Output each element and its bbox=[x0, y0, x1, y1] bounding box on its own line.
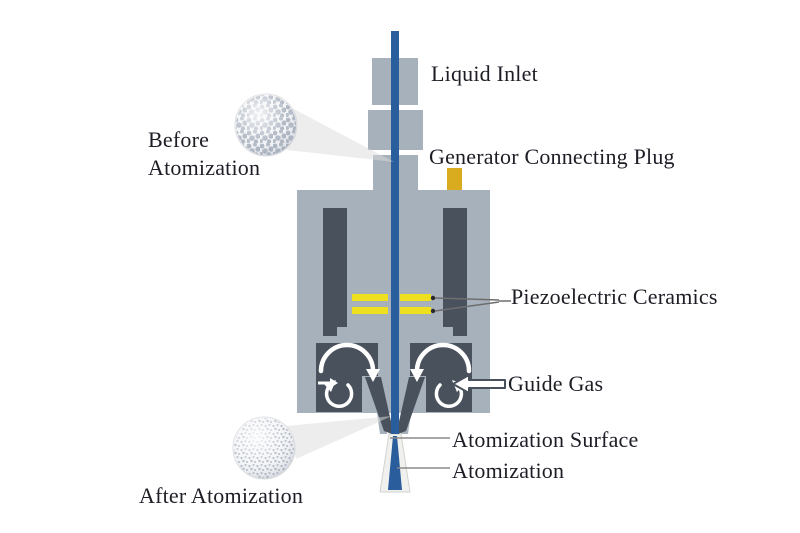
gas-chamber-right bbox=[410, 343, 472, 412]
atomization-surface-label: Atomization Surface bbox=[452, 427, 639, 452]
piezo-bar bbox=[352, 307, 388, 314]
after-droplet-shade bbox=[233, 417, 295, 479]
after-callout-cone bbox=[286, 416, 392, 459]
leader-lines bbox=[390, 295, 511, 469]
before-atomization-label: Before Atomization bbox=[148, 126, 260, 182]
funnel-right bbox=[398, 377, 425, 434]
piezo-leader-dot bbox=[430, 308, 436, 314]
gas-chamber-left bbox=[316, 343, 378, 412]
before-atomization-line2: Atomization bbox=[148, 155, 261, 180]
generator-plug-label: Generator Connecting Plug bbox=[429, 144, 675, 169]
piezo-bar bbox=[400, 294, 431, 301]
piezo-bar bbox=[352, 294, 388, 301]
vortex-circle-right-icon bbox=[434, 383, 464, 409]
before-callout-cone bbox=[287, 107, 394, 162]
after-atomization-label: After Atomization bbox=[139, 483, 304, 508]
liquid-column bbox=[391, 31, 399, 434]
guide-gas-label: Guide Gas bbox=[508, 371, 604, 396]
funnel-left bbox=[365, 377, 392, 434]
atomization-label: Atomization bbox=[452, 458, 565, 483]
generator-plug bbox=[447, 168, 462, 190]
vortex-circle-left-icon bbox=[324, 383, 354, 409]
piezoelectric-label: Piezoelectric Ceramics bbox=[511, 284, 718, 309]
circulation-arc-right-icon bbox=[414, 342, 472, 374]
gas-inlet-arrow-left-arrowhead-icon bbox=[330, 378, 338, 388]
circulation-arc-right-arrowhead-icon bbox=[410, 369, 424, 382]
before-droplet-circle bbox=[234, 93, 298, 157]
piezoelectric-ceramics bbox=[352, 294, 431, 314]
circulation-arc-left-arrowhead-icon bbox=[366, 369, 380, 382]
gas-flow-arrows bbox=[318, 342, 472, 409]
liquid-inlet-label: Liquid Inlet bbox=[431, 61, 538, 86]
piezo-leader-lines bbox=[434, 297, 511, 312]
transducer-bar-left bbox=[323, 208, 347, 336]
internal-parts bbox=[316, 208, 472, 434]
piezo-leader-dot bbox=[430, 295, 436, 301]
atomized-jet bbox=[388, 436, 402, 490]
before-atomization-line1: Before bbox=[148, 127, 210, 152]
circulation-arc-left-icon bbox=[318, 342, 376, 374]
guide-gas-arrow-icon bbox=[452, 374, 506, 394]
after-droplet-circle bbox=[232, 416, 296, 480]
transducer-bar-right bbox=[443, 208, 467, 336]
piezo-bar bbox=[400, 307, 431, 314]
before-droplet-shade bbox=[235, 94, 297, 156]
